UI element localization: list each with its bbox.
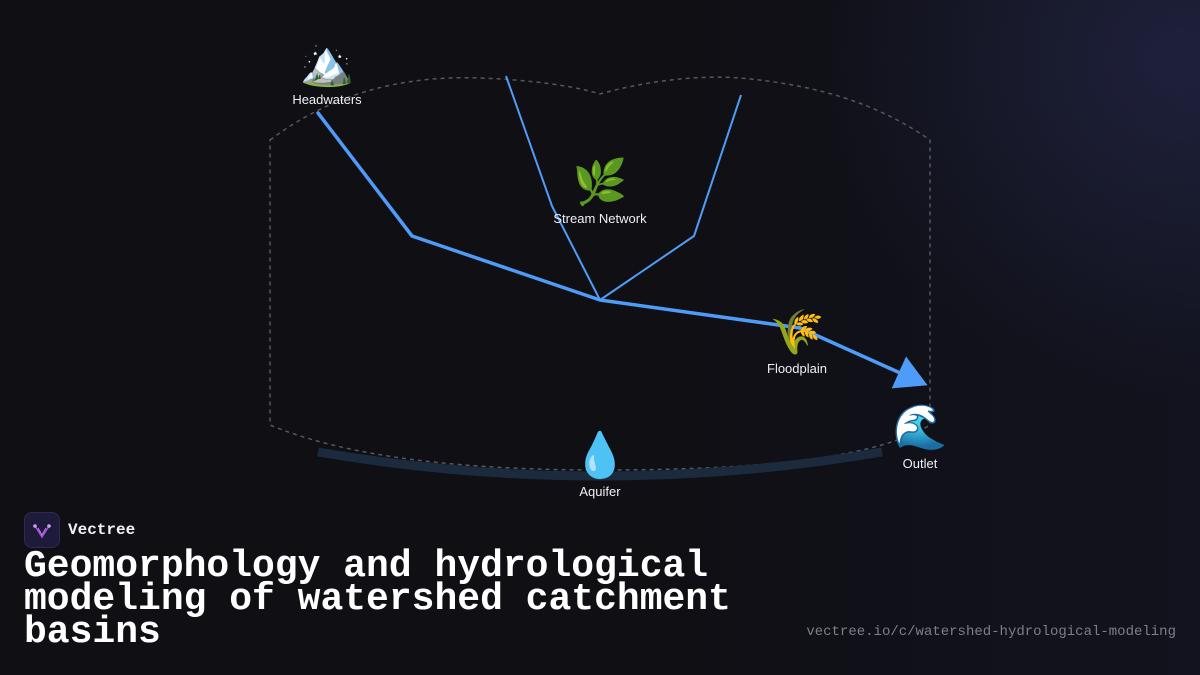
node-aquifer: 💧 Aquifer [520, 430, 680, 500]
node-label: Floodplain [767, 361, 827, 376]
node-label: Outlet [902, 456, 938, 471]
main-channel [316, 111, 802, 330]
page-title: Geomorphology and hydrological modeling … [24, 545, 731, 654]
wheat-icon: 🌾 [769, 307, 825, 358]
vectree-logo-icon [24, 512, 60, 548]
wave-icon: 🌊 [892, 402, 948, 453]
source-url: vectree.io/c/watershed-hydrological-mode… [806, 624, 1176, 640]
brand-name: Vectree [68, 521, 136, 539]
droplet-icon: 💧 [572, 430, 628, 481]
node-headwaters: 🏔️ Headwaters [247, 38, 407, 108]
herb-icon: 🌿 [572, 157, 628, 208]
node-label: Stream Network [553, 211, 647, 226]
node-floodplain: 🌾 Floodplain [717, 307, 877, 377]
basin-outline [269, 76, 931, 471]
node-stream-network: 🌿 Stream Network [520, 157, 680, 227]
outlet-channel [798, 326, 928, 389]
node-label: Headwaters [292, 92, 362, 107]
tributary-east [599, 94, 742, 301]
mountain-icon: 🏔️ [299, 38, 355, 89]
brand: Vectree [24, 512, 135, 548]
aquifer-band [317, 447, 883, 481]
node-outlet: 🌊 Outlet [840, 402, 1000, 472]
tributary-west [505, 75, 601, 301]
node-label: Aquifer [579, 484, 621, 499]
